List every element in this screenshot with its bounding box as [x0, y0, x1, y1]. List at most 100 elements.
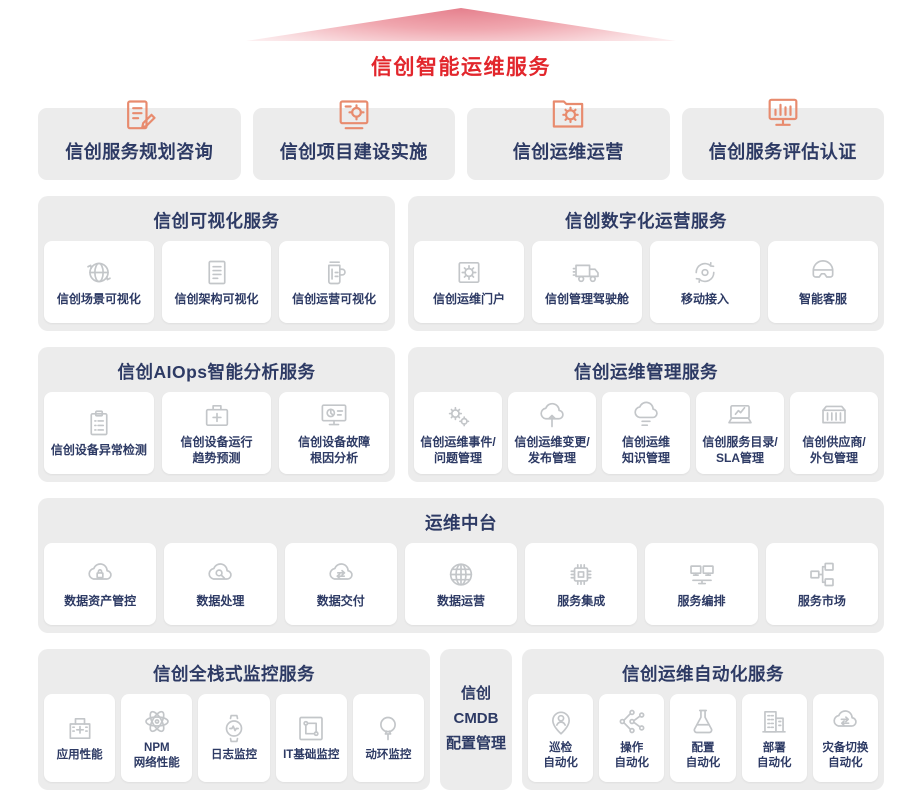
cloud-lock-icon	[81, 559, 119, 590]
top-service-operation: 信创运维运营	[467, 100, 670, 180]
service-card: IT基础监控	[275, 694, 347, 782]
card-list: 信创设备异常检测 信创设备运行 趋势预测 信创设备故障 根因分析	[44, 392, 390, 474]
panel-title: 信创全栈式监控服务	[153, 664, 315, 684]
panel-title: 信创AIOps智能分析服务	[117, 362, 316, 382]
service-card-label: 应用性能	[56, 749, 103, 762]
blueprint-gear-icon	[331, 94, 377, 134]
service-card-label: 动环监控	[365, 749, 412, 762]
service-card: 应用性能	[44, 694, 116, 782]
service-card-label: 操作 自动化	[614, 741, 650, 769]
panel-title: 运维中台	[425, 513, 497, 533]
dual-screen-icon	[683, 559, 721, 590]
service-card: NPM 网络性能	[121, 694, 193, 782]
service-card: 数据处理	[164, 543, 277, 625]
clipboard-pen-icon	[116, 94, 162, 134]
top-service-label: 信创服务规划咨询	[65, 142, 214, 162]
panel-title: 信创运维自动化服务	[622, 664, 784, 684]
card-list: 巡检 自动化 操作 自动化 配置 自动化 部署 自动化	[528, 694, 879, 782]
service-card: 信创设备异常检测	[44, 392, 154, 474]
page-title: 信创智能运维服务	[371, 56, 551, 79]
container-icon	[815, 400, 853, 431]
top-service-implementation: 信创项目建设实施	[252, 100, 455, 180]
service-card: 数据交付	[284, 543, 397, 625]
checklist-icon	[80, 408, 118, 439]
service-card: 服务集成	[525, 543, 638, 625]
card-list: 应用性能 NPM 网络性能 日志监控 IT基础监控	[44, 694, 425, 782]
service-card: 动环监控	[352, 694, 425, 782]
service-card: 操作 自动化	[599, 694, 665, 782]
chip-icon	[562, 559, 600, 590]
service-card-label: 信创场景可视化	[56, 291, 141, 306]
cmdb-box: 信创 CMDB 配置管理	[440, 649, 512, 790]
service-card: 信创架构可视化	[161, 241, 272, 323]
watch-pulse-icon	[215, 713, 253, 744]
service-card-label: 服务集成	[557, 593, 606, 608]
cloud-document-icon	[627, 400, 665, 431]
panel-monitoring: 信创全栈式监控服务 应用性能 NPM 网络性能 日志监控	[38, 649, 430, 790]
service-card: 信创运维门户	[414, 241, 524, 323]
flask-icon	[684, 706, 722, 737]
panel-digital-ops: 信创数字化运营服务 信创运维门户 信创管理驾驶舱 移动接入	[408, 196, 884, 331]
service-card-label: 智能客服	[798, 291, 847, 306]
service-card: 日志监控	[198, 694, 270, 782]
server-network-icon	[803, 559, 841, 590]
circuit-board-icon	[292, 713, 330, 744]
cloud-swap-icon	[826, 706, 864, 737]
service-card-label: 信创运维门户	[432, 291, 505, 306]
panel-aiops: 信创AIOps智能分析服务 信创设备异常检测 信创设备运行 趋势预测 信创设备故…	[38, 347, 395, 482]
service-card: 信创运维事件/ 问题管理	[414, 392, 502, 474]
framed-gear-icon	[450, 257, 488, 288]
double-gear-icon	[439, 400, 477, 431]
service-card: 数据资产管控	[44, 543, 157, 625]
location-person-icon	[542, 706, 580, 737]
service-card: 信创供应商/ 外包管理	[790, 392, 878, 474]
panel-title: 信创运维管理服务	[574, 362, 718, 382]
service-card-label: 配置 自动化	[685, 741, 721, 769]
card-list: 信创场景可视化 信创架构可视化 信创运营可视化	[44, 241, 390, 323]
card-list: 信创运维事件/ 问题管理 信创运维变更/ 发布管理 信创运维 知识管理 信创服务…	[414, 392, 878, 474]
monitor-chart-icon	[760, 94, 806, 134]
service-card-label: 信创运维变更/ 发布管理	[514, 434, 590, 465]
panel-ops-mgmt: 信创运维管理服务 信创运维事件/ 问题管理 信创运维变更/ 发布管理 信创运维 …	[408, 347, 884, 482]
building-icon	[755, 706, 793, 737]
service-card: 信创场景可视化	[44, 241, 154, 323]
top-services-row: 信创服务规划咨询 信创项目建设实施 信创运维运营 信创服务评估认证	[38, 98, 884, 180]
service-card: 信创运维变更/ 发布管理	[508, 392, 596, 474]
document-lines-icon	[198, 257, 236, 288]
service-card-label: 数据交付	[316, 593, 365, 608]
cloud-sync-icon	[322, 559, 360, 590]
service-card-label: 移动接入	[680, 291, 729, 306]
service-card-label: NPM 网络性能	[133, 741, 180, 769]
service-card: 信创设备故障 根因分析	[279, 392, 390, 474]
top-service-planning: 信创服务规划咨询	[38, 100, 241, 180]
folder-gear-icon	[545, 94, 591, 134]
service-card-label: 信创设备故障 根因分析	[298, 434, 371, 465]
mug-gauge-icon	[315, 257, 353, 288]
service-card: 服务市场	[765, 543, 878, 625]
medical-kit-icon	[198, 400, 236, 431]
service-card-label: 数据运营	[436, 593, 485, 608]
row-bottom: 信创全栈式监控服务 应用性能 NPM 网络性能 日志监控	[38, 649, 884, 790]
screen-analytics-icon	[315, 400, 353, 431]
row-middle-platform: 运维中台 数据资产管控 数据处理 数据交付	[38, 498, 884, 633]
service-card: 服务编排	[645, 543, 758, 625]
truck-icon	[568, 257, 606, 288]
service-card-label: 信创供应商/ 外包管理	[802, 434, 866, 465]
service-card-label: 灾备切换 自动化	[822, 741, 869, 769]
panel-title: 信创数字化运营服务	[565, 211, 727, 231]
service-card-label: 部署 自动化	[756, 741, 792, 769]
service-card-label: 信创设备异常检测	[50, 442, 147, 457]
panel-middle-platform: 运维中台 数据资产管控 数据处理 数据交付	[38, 498, 884, 633]
service-card: 信创服务目录/ SLA管理	[696, 392, 784, 474]
panel-title: 信创可视化服务	[153, 211, 280, 231]
network-nodes-icon	[613, 706, 651, 737]
roof-arrow-shape	[246, 8, 676, 41]
service-card-label: 服务市场	[797, 593, 846, 608]
top-service-label: 信创服务评估认证	[708, 142, 857, 162]
panel-automation: 信创运维自动化服务 巡检 自动化 操作 自动化 配置 自动化	[522, 649, 884, 790]
hospital-cross-icon	[61, 713, 99, 744]
cloud-upload-icon	[533, 400, 571, 431]
circular-arrows-icon	[686, 257, 724, 288]
service-card: 灾备切换 自动化	[812, 694, 879, 782]
service-card-label: 信创管理驾驶舱	[544, 291, 629, 306]
